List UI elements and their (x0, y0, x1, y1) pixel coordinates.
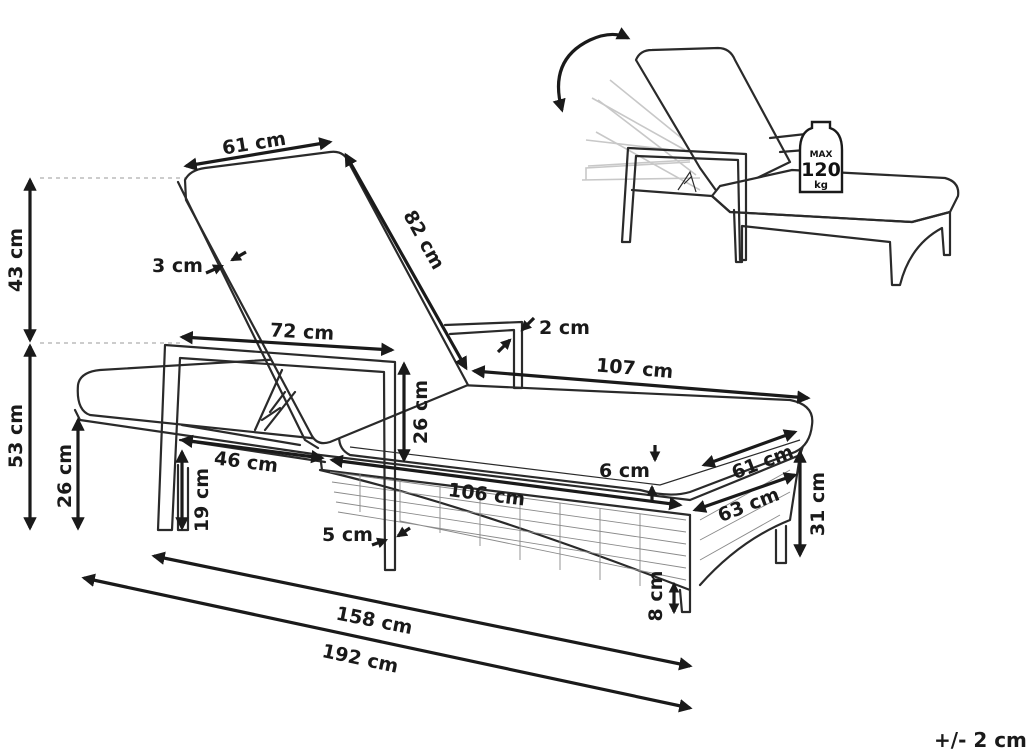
dim-leg-width-arrow-1 (371, 537, 389, 549)
dim-armrest-width-arrow-1 (496, 338, 512, 354)
label-foot-clearance: 8 cm (645, 571, 667, 622)
label-backrest-thickness: 3 cm (152, 255, 203, 277)
near-armrest (156, 343, 397, 572)
dim-leg-section (329, 454, 683, 511)
dim-thickness-arrow-1 (205, 264, 224, 275)
dim-seat-width (701, 429, 798, 468)
dim-frame-width (692, 472, 798, 513)
recline-inset: MAX 120 kg (552, 27, 960, 287)
weight-limit-badge: MAX 120 kg (798, 120, 844, 194)
backrest-adjuster (253, 368, 297, 432)
label-back-height: 43 cm (5, 228, 27, 292)
inset-adjuster (677, 170, 697, 193)
badge-weight-value: 120 (801, 159, 841, 181)
dim-armrest-width-arrow-2 (520, 316, 536, 332)
label-backrest-width: 61 cm (221, 128, 288, 160)
label-total-length: 192 cm (320, 640, 400, 678)
rotate-arrow-icon (552, 27, 631, 113)
dim-total-length (81, 573, 693, 713)
ghost-backrest-outline (585, 99, 701, 191)
ghost-backrest-positions (581, 79, 701, 181)
label-seat-total-height: 53 cm (5, 404, 27, 468)
kettlebell-weight-icon (798, 120, 844, 194)
front-leg-right (774, 524, 788, 565)
dim-backrest-length (344, 152, 468, 371)
dim-seat-section (179, 434, 325, 464)
inset-backrest-cushion (634, 46, 792, 198)
badge-max-text: MAX (810, 150, 833, 160)
tolerance-footnote: +/- 2 cm (934, 728, 1027, 752)
label-side-height: 31 cm (807, 472, 829, 536)
badge-unit-text: kg (814, 180, 828, 191)
label-leg-height: 19 cm (191, 468, 213, 532)
label-cushion-length: 107 cm (595, 354, 674, 383)
label-armrest-width: 2 cm (539, 317, 590, 339)
inset-armrest (620, 146, 748, 262)
label-frame-height: 26 cm (54, 444, 76, 508)
lounger-dimension-diagram: 61 cm 82 cm 3 cm 43 cm 53 cm 26 cm 19 cm… (5, 27, 960, 713)
label-leg-width: 5 cm (322, 524, 373, 546)
label-armrest-height: 26 cm (410, 380, 432, 444)
dim-leg-width-arrow-2 (396, 526, 411, 538)
dim-armrest-length (179, 330, 395, 357)
dim-backrest-width (183, 137, 333, 171)
dimension-lines (23, 137, 811, 713)
dim-cushion-length (471, 365, 811, 404)
inset-frame (630, 188, 952, 287)
label-armrest-length: 72 cm (269, 319, 334, 344)
label-cushion-thickness: 6 cm (599, 460, 650, 482)
dim-thickness-arrow-2 (230, 250, 247, 262)
